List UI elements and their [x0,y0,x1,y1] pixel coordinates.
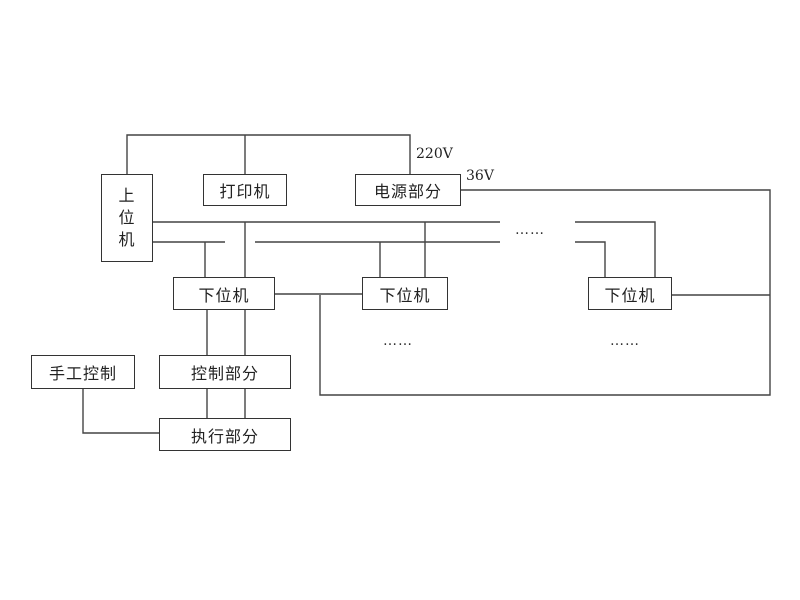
voltage-36v-label: 36V [466,168,494,184]
manual-actuator-link [82,389,160,434]
host-char-2: 位 [118,208,136,227]
bus-ellipsis: …… [515,222,545,238]
bus-line-2c [575,241,606,277]
supply-220v-line [126,134,411,175]
voltage-220v-label: 220V [416,146,453,162]
manual-control-block: 手工控制 [31,355,135,389]
actuator-section-block: 执行部分 [159,418,291,451]
host-char-3: 机 [118,230,136,249]
slave-n-ellipsis: …… [610,333,640,349]
host-char-1: 上 [118,186,136,205]
bus-line-1b [575,221,656,277]
host-computer-block: 上 位 机 [101,174,153,262]
control-section-block: 控制部分 [159,355,291,389]
slave-2-ellipsis: …… [383,333,413,349]
slave-computer-1-block: 下位机 [173,277,275,310]
supply-36v-line [319,189,771,396]
slave-computer-n-block: 下位机 [588,277,672,310]
slave-computer-2-block: 下位机 [362,277,448,310]
printer-block: 打印机 [203,174,287,206]
power-supply-block: 电源部分 [355,174,461,206]
